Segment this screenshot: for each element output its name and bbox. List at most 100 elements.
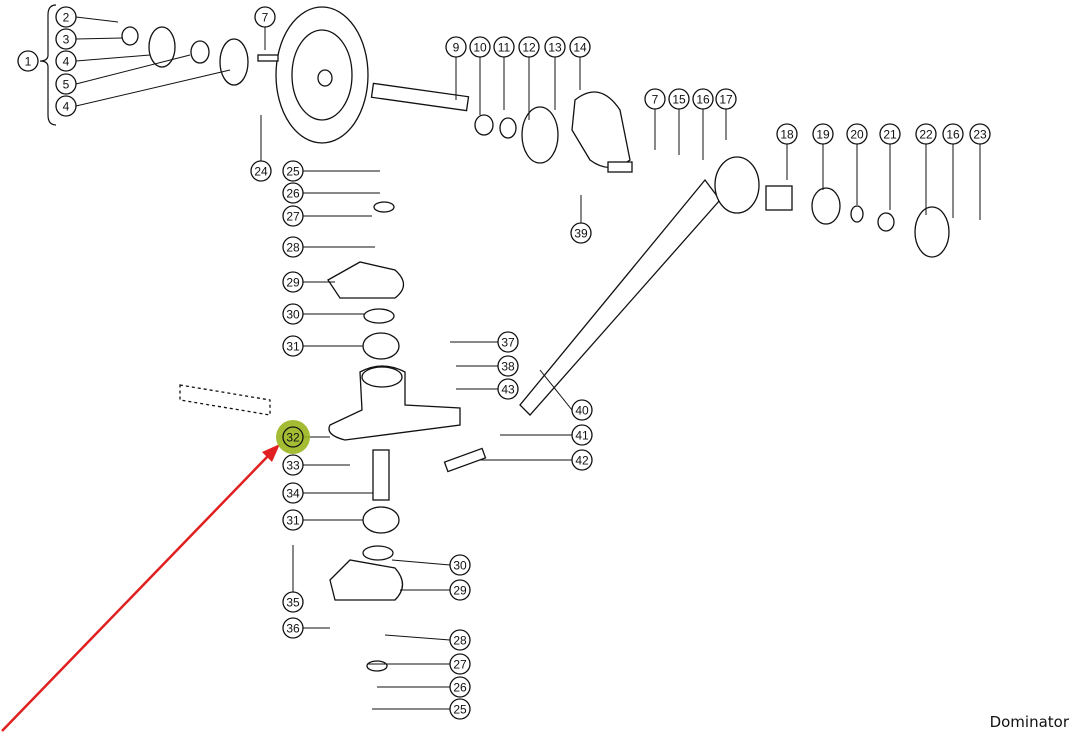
callout-number: 31	[286, 340, 300, 354]
lever-hub	[361, 366, 403, 388]
callout-number: 35	[286, 596, 300, 610]
callout-number: 43	[501, 383, 515, 397]
callout-circle	[55, 73, 77, 95]
callout-30: 30	[282, 303, 304, 325]
callout-circle	[812, 123, 834, 145]
callout-number: 29	[453, 584, 467, 598]
callout-number: 7	[262, 11, 269, 25]
callout-circle	[570, 222, 592, 244]
callout-27: 27	[282, 205, 304, 227]
callout-7: 7	[644, 88, 666, 110]
callout-number: 38	[501, 360, 515, 374]
callout-number: 22	[919, 128, 933, 142]
washer-part	[366, 660, 388, 672]
callout-number: 25	[453, 703, 467, 717]
callout-circle	[569, 36, 591, 58]
callout-circle	[942, 123, 964, 145]
callout-30: 30	[449, 554, 471, 576]
pointer-arrow-shaft	[1, 455, 269, 732]
callout-1: 1	[17, 50, 39, 72]
callout-number: 34	[286, 487, 300, 501]
callout-3: 3	[55, 28, 77, 50]
callout-number: 28	[286, 241, 300, 255]
callout-number: 9	[453, 41, 460, 55]
callout-number: 28	[453, 634, 467, 648]
ball-bearing	[811, 187, 841, 225]
callout-number: 12	[522, 41, 536, 55]
callout-42: 42	[571, 449, 593, 471]
nut-part	[877, 212, 895, 232]
callout-40: 40	[571, 399, 593, 421]
callout-number: 5	[63, 78, 70, 92]
callout-number: 39	[574, 227, 588, 241]
callout-circle	[449, 653, 471, 675]
callout-circle	[668, 88, 690, 110]
shaft	[370, 82, 470, 112]
callout-circle	[449, 554, 471, 576]
ball-stud	[443, 447, 487, 473]
callout-14: 14	[569, 36, 591, 58]
callout-circle	[55, 6, 77, 28]
callout-22: 22	[915, 123, 937, 145]
callout-32: 32	[276, 420, 310, 454]
knife-outline	[179, 384, 271, 416]
callout-number: 17	[719, 93, 733, 107]
callout-24: 24	[250, 160, 272, 182]
callout-circle	[497, 378, 519, 400]
callout-33: 33	[282, 454, 304, 476]
callout-circle	[55, 28, 77, 50]
callout-number: 40	[575, 404, 589, 418]
callout-15: 15	[668, 88, 690, 110]
callout-number: 23	[973, 128, 987, 142]
callout-17: 17	[715, 88, 737, 110]
group-brace	[39, 4, 57, 126]
callout-37: 37	[497, 331, 519, 353]
flange-plate	[148, 26, 176, 68]
callout-circle	[544, 36, 566, 58]
callout-circle	[254, 6, 276, 28]
callout-43: 43	[497, 378, 519, 400]
callout-circle	[250, 160, 272, 182]
callout-number: 42	[575, 454, 589, 468]
callout-number: 32	[286, 431, 300, 445]
callout-number: 20	[850, 128, 864, 142]
crank-pin	[607, 161, 633, 173]
callout-circle	[449, 676, 471, 698]
leader-line	[75, 16, 119, 23]
callout-circle	[282, 335, 304, 357]
callout-number: 14	[573, 41, 587, 55]
callout-circle	[776, 123, 798, 145]
callout-16: 16	[942, 123, 964, 145]
callout-28: 28	[282, 236, 304, 258]
callout-38: 38	[497, 355, 519, 377]
callout-31: 31	[282, 335, 304, 357]
callout-circle	[497, 331, 519, 353]
callout-number: 10	[473, 41, 487, 55]
callout-circle	[282, 591, 304, 613]
ball-bearing	[362, 332, 400, 360]
callout-23: 23	[969, 123, 991, 145]
callout-number: 1	[25, 55, 32, 69]
knife-drive-lever	[328, 365, 461, 441]
callout-number: 4	[63, 55, 70, 69]
callout-16: 16	[692, 88, 714, 110]
callout-number: 15	[672, 93, 686, 107]
callout-2: 2	[55, 6, 77, 28]
callout-31: 31	[282, 509, 304, 531]
callout-29: 29	[282, 271, 304, 293]
pointer-arrowhead	[262, 444, 280, 462]
end-cover	[914, 206, 950, 258]
callout-circle	[282, 182, 304, 204]
callout-circle	[282, 454, 304, 476]
callout-12: 12	[518, 36, 540, 58]
callout-circle	[282, 271, 304, 293]
ball-bearing	[362, 506, 400, 534]
callout-25: 25	[282, 160, 304, 182]
callout-35: 35	[282, 591, 304, 613]
bearing-housing	[327, 261, 405, 299]
flange-bearing	[521, 106, 559, 164]
callout-circle	[493, 36, 515, 58]
callout-number: 4	[63, 100, 70, 114]
callout-circle	[969, 123, 991, 145]
callout-13: 13	[544, 36, 566, 58]
